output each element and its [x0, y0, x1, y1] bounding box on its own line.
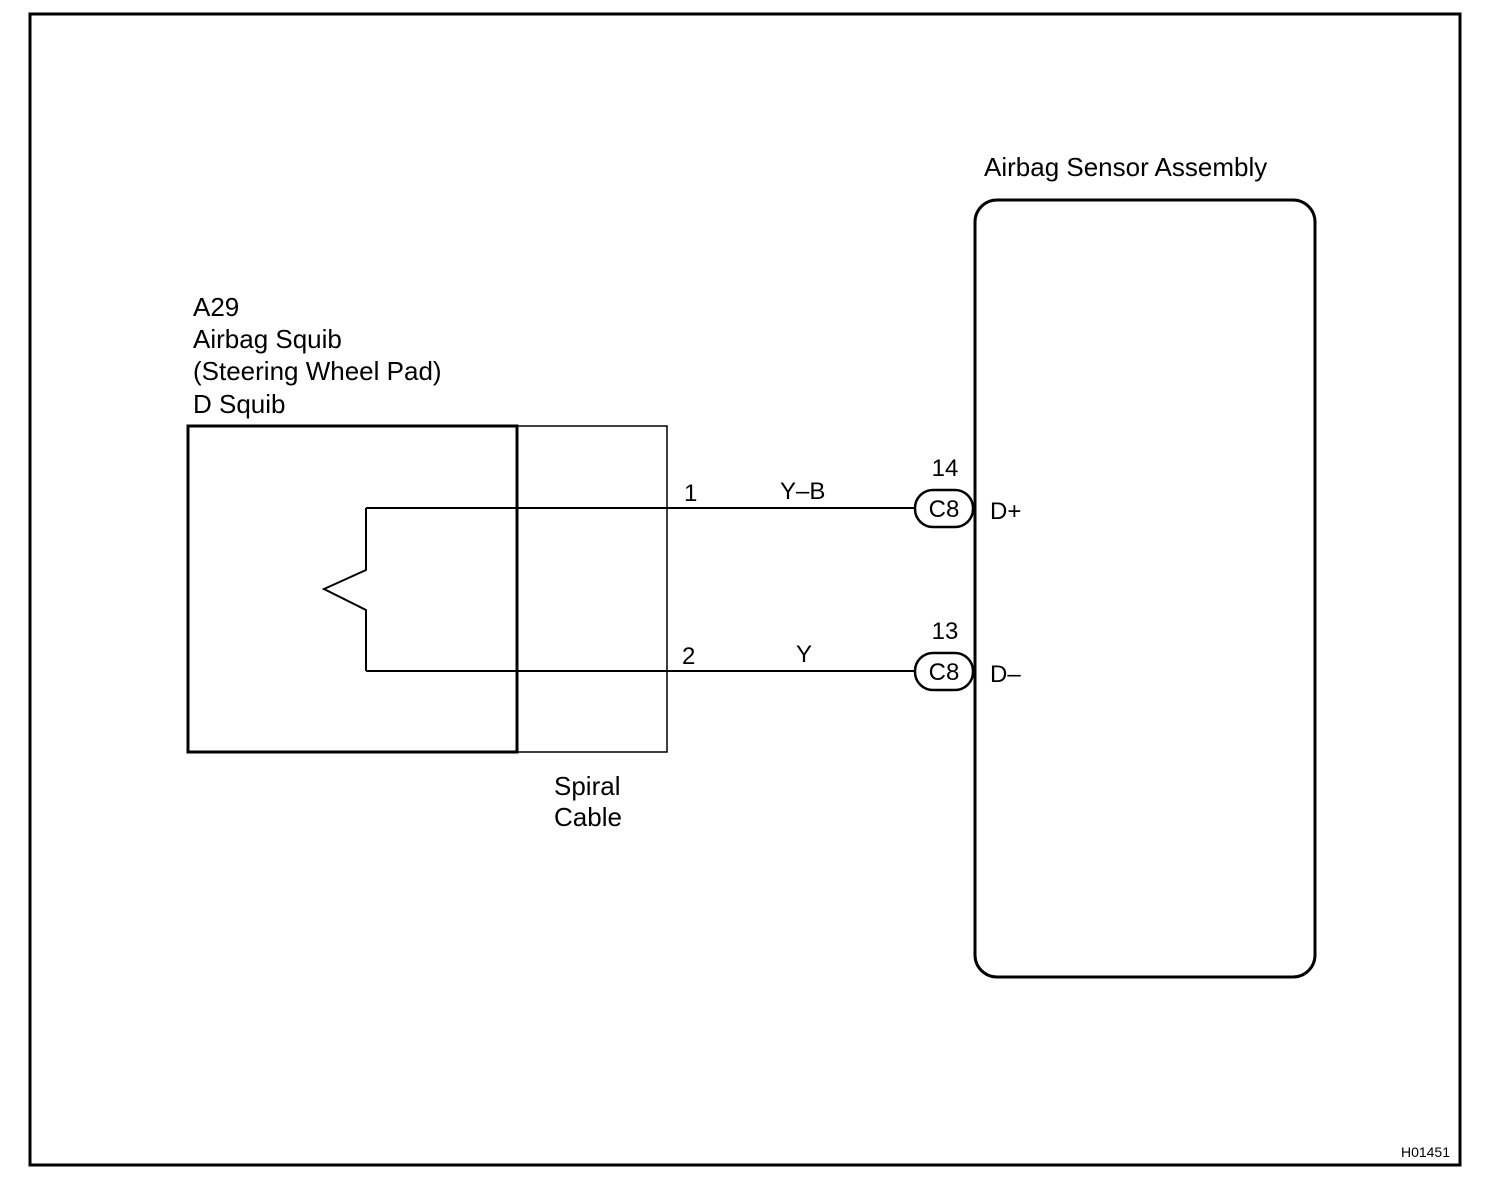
- airbag-sensor-assembly-title: Airbag Sensor Assembly: [984, 152, 1267, 182]
- terminal-14-number: 14: [932, 455, 959, 482]
- connector-c8-d-plus-label: C8: [929, 496, 960, 523]
- spiral-cable-label-line2: Cable: [554, 802, 622, 832]
- terminal-13-number: 13: [932, 618, 959, 645]
- terminal-d-minus-label: D–: [990, 661, 1021, 688]
- wire-d-plus-color: Y–B: [780, 478, 825, 505]
- terminal-d-plus-label: D+: [990, 498, 1021, 525]
- squib-element-symbol: [321, 508, 367, 671]
- spiral-cable-box: [516, 425, 668, 753]
- airbag-squib-box: [186, 424, 519, 754]
- squib-location: (Steering Wheel Pad): [193, 356, 442, 386]
- wire-d-minus-pin: 2: [682, 643, 695, 670]
- wire-d-minus-color: Y: [796, 641, 812, 668]
- figure-id: H01451: [1401, 1144, 1450, 1160]
- connector-c8-d-minus: [913, 651, 975, 692]
- connector-c8-d-minus-label: C8: [929, 659, 960, 686]
- airbag-sensor-assembly-box: [973, 198, 1317, 979]
- diagram-frame: [28, 12, 1462, 1167]
- squib-name: Airbag Squib: [193, 324, 342, 354]
- squib-code: A29: [193, 292, 239, 322]
- squib-type: D Squib: [193, 389, 286, 419]
- connector-c8-d-plus: [913, 488, 975, 529]
- spiral-cable-label-line1: Spiral: [554, 771, 620, 801]
- wire-d-plus-pin: 1: [684, 480, 697, 507]
